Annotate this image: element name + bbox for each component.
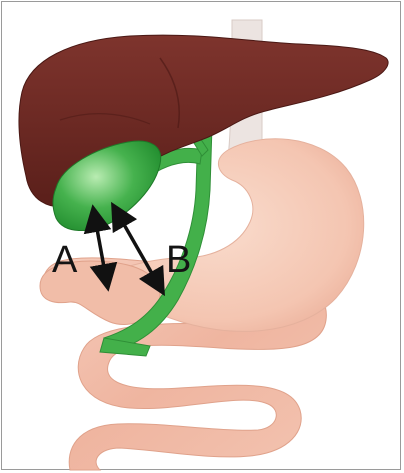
label-b: B [166,239,191,281]
label-a: A [52,239,78,281]
